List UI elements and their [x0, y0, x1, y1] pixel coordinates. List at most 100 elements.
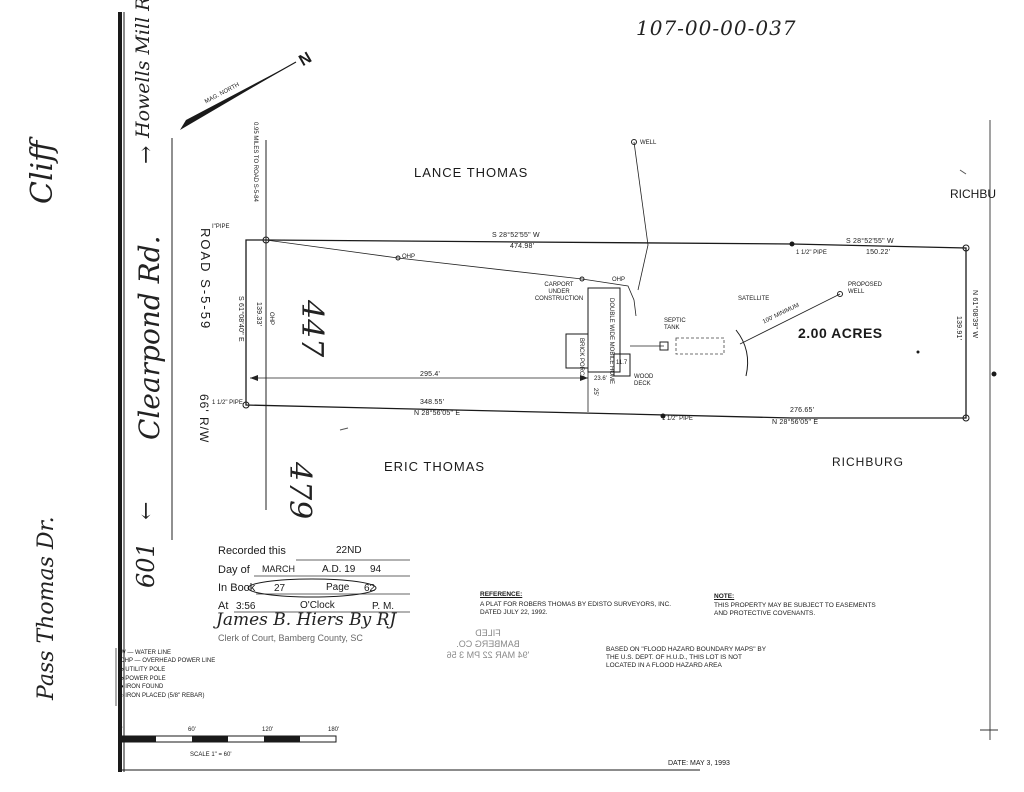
year-value: 94 — [370, 564, 382, 575]
overhead-power-line — [265, 239, 637, 317]
dim-25-label: 25' — [592, 388, 598, 396]
north-distance-2: 150.22' — [866, 249, 891, 256]
scale-tick-60: 60' — [188, 727, 196, 733]
utility-pole-icon: ⌀ — [120, 667, 124, 673]
howells-mill-label: Howells Mill Rd. — [132, 0, 154, 138]
well-label: WELL — [640, 140, 657, 146]
west-distance: 139.33' — [255, 302, 262, 327]
well-symbol — [631, 139, 637, 145]
dim-11-7-label: 11.7 — [616, 360, 628, 366]
scale-label: SCALE 1" = 60' — [190, 752, 232, 758]
legend-water-line: W — WATER LINE — [120, 650, 171, 656]
pipe-n-mid-label: 1 1/2" PIPE — [796, 250, 827, 256]
day-of-label: Day of — [218, 564, 250, 576]
oclock-label: O'Clock — [300, 600, 335, 611]
flood-statement: BASED ON "FLOOD HAZARD BOUNDARY MAPS" BY… — [606, 646, 767, 669]
clerk-signature: James B. Hiers By RJ — [216, 610, 397, 630]
parcel-number: 107-00-00-037 — [636, 16, 797, 40]
scan-mark — [339, 427, 349, 431]
septic-tank-label: SEPTIC TANK — [664, 318, 686, 331]
septic-tank — [659, 341, 669, 351]
scale-tick-180: 180' — [328, 727, 340, 733]
legend-power-pole-row: ⌀ POWER POLE — [120, 675, 166, 682]
reference-body: A PLAT FOR ROBERS THOMAS BY EDISTO SURVE… — [480, 601, 672, 616]
scan-mark-2 — [959, 169, 967, 175]
water-line — [633, 141, 649, 291]
pm-value: P. M. — [372, 601, 395, 612]
west-bearing: S 61°08'40" E — [237, 296, 244, 342]
ohp-label-3: OHP — [268, 312, 274, 326]
scan-dot-2 — [916, 350, 920, 354]
recorded-this-label: Recorded this — [218, 545, 286, 557]
legend-iron-found: IRON FOUND — [125, 684, 164, 690]
power-pole-icon: ⌀ — [120, 676, 124, 682]
pass-thomas-label: Pass Thomas Dr. — [34, 516, 59, 700]
scale-seg-1 — [120, 736, 156, 742]
south-bearing-1: N 28°56'05" E — [414, 410, 461, 417]
mobile-home — [587, 287, 621, 373]
book-value: 27 — [274, 583, 286, 594]
plat-date: DATE: MAY 3, 1993 — [668, 760, 730, 767]
satellite-arc — [735, 329, 749, 377]
dim-arrow-left — [250, 375, 258, 381]
scan-dot — [991, 371, 997, 377]
north-distance-1: 474.98' — [510, 243, 535, 250]
filed-stamp: FILED BAMBERG CO. '94 MAR 22 PM 3 56 — [446, 628, 530, 660]
legend-utility-pole: UTILITY POLE — [125, 667, 166, 673]
iron-pin-sw — [242, 401, 250, 409]
neighbor-lance-thomas: LANCE THOMAS — [414, 165, 529, 180]
road-number-label: ROAD S-5-59 — [198, 228, 213, 331]
legend-utility-pole-row: ⌀ UTILITY POLE — [120, 666, 165, 673]
wood-deck — [613, 353, 631, 377]
proposed-well-label: PROPOSED WELL — [848, 282, 883, 295]
note-title: NOTE: — [714, 593, 735, 600]
iron-placed-icon: ○ — [120, 693, 124, 699]
iron-pin-ne — [962, 244, 970, 252]
legend-iron-placed: IRON PLACED (5/8" REBAR) — [125, 693, 205, 699]
ohp-label-2: OHP — [612, 277, 626, 283]
note-body: THIS PROPERTY MAY BE SUBJECT TO EASEMENT… — [714, 602, 876, 617]
wood-deck-label: WOOD DECK — [634, 374, 654, 387]
legend-iron-found-row: ● IRON FOUND — [120, 684, 163, 690]
book-page-circle — [247, 578, 377, 598]
neighbor-richburg-bottom: RICHBURG — [832, 455, 905, 469]
carport-label: CARPORT UNDER CONSTRUCTION — [534, 282, 584, 302]
time-value: 3:56 — [236, 601, 256, 612]
neighbor-eric-thomas: ERIC THOMAS — [384, 459, 486, 474]
scale-tick-120: 120' — [262, 727, 274, 733]
pipe-nw-label: I"PIPE — [212, 224, 230, 230]
iron-pin-se — [962, 414, 970, 422]
dim-arrow-right — [580, 375, 588, 381]
legend-power-pole: POWER POLE — [125, 676, 166, 682]
brick-porch — [565, 333, 589, 369]
clearpond-road-label: Clearpond Rd. — [133, 235, 166, 440]
power-pole-1 — [395, 255, 401, 261]
book-number-bottom: 479 — [282, 462, 317, 520]
legend-iron-placed-row: ○ IRON PLACED (5/8" REBAR) — [120, 693, 204, 699]
dim-23-6-label: 23.6' — [594, 376, 607, 382]
ohp-label-1: OHP — [402, 254, 416, 260]
legend-power-line: OHP — OVERHEAD POWER LINE — [120, 658, 216, 664]
mobile-home-label: DOUBLE WIDE MOBILE HOME — [608, 298, 614, 385]
south-bearing-2: N 28°56'05" E — [772, 419, 819, 426]
iron-pin-nw — [262, 236, 270, 244]
scale-seg-3 — [264, 736, 300, 742]
south-distance-1: 348.55' — [420, 399, 445, 406]
north-arrow-shaft — [185, 61, 297, 125]
scale-tick-0: 0' — [118, 727, 123, 733]
neighbor-richburg-top: RICHBU — [950, 187, 997, 201]
well-separation-line — [739, 293, 841, 345]
north-bearing-1: S 28°52'55" W — [492, 232, 540, 239]
east-distance: 139.91' — [955, 316, 962, 341]
pipe-s-mid-label: 1 1/2" PIPE — [662, 416, 693, 422]
iron-pin-n-mid — [789, 241, 795, 247]
route-601-label: 601 — [132, 542, 160, 588]
proposed-well-symbol — [837, 291, 843, 297]
book-number-top: 447 — [294, 300, 329, 358]
page-value: 62 — [364, 583, 376, 594]
recorded-day-value: 22ND — [336, 545, 362, 556]
iron-found-icon: ● — [120, 684, 124, 690]
page-label: Page — [326, 582, 350, 593]
south-distance-2: 276.65' — [790, 407, 815, 414]
